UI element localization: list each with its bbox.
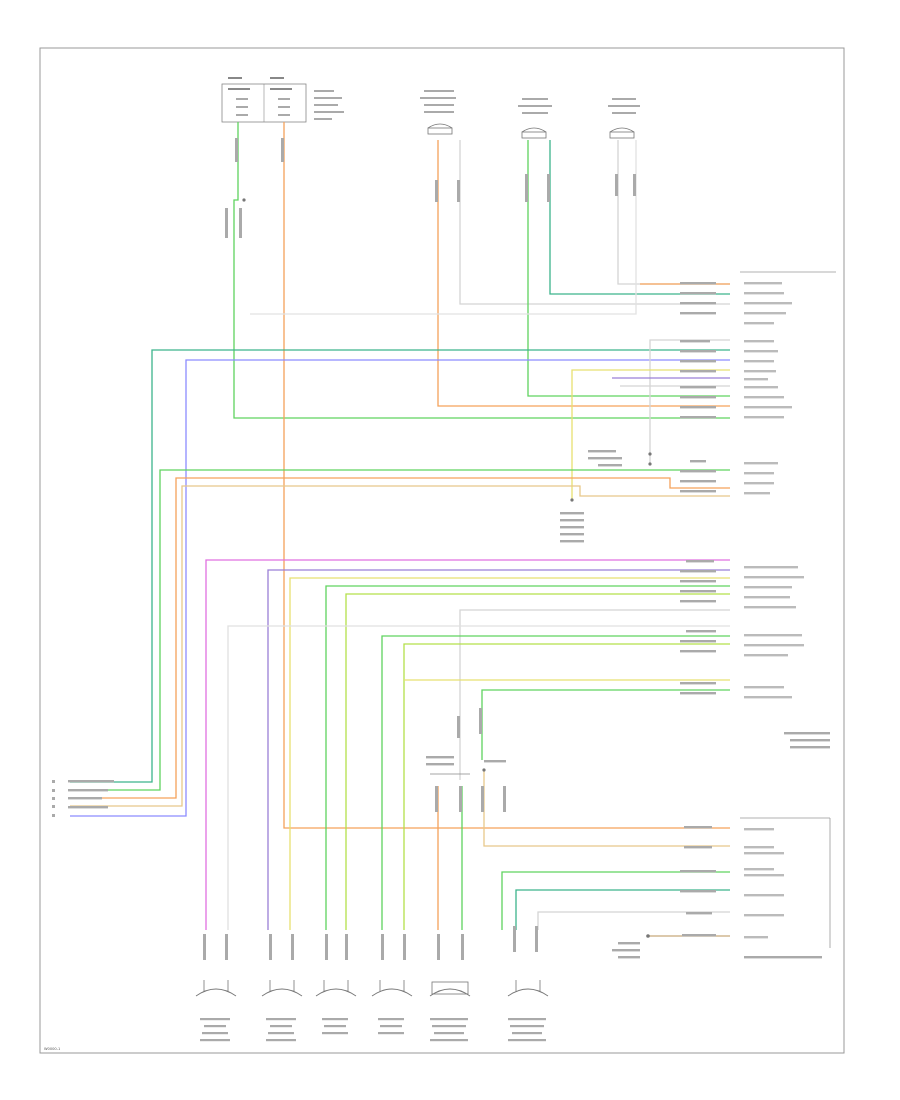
- wire-white-bottom: [537, 911, 730, 930]
- wire-tc3-white: [617, 140, 730, 285]
- wire-tc2-dkgreen: [549, 140, 730, 295]
- pin-label-rows: [560, 282, 830, 959]
- top-connector-3: [608, 98, 640, 139]
- wire-white-mid-a: [649, 339, 730, 464]
- wire-pink: [205, 559, 730, 930]
- speaker-6: [507, 926, 549, 1042]
- diagram-border: [39, 47, 845, 1054]
- pin-block-5: [612, 826, 822, 959]
- wire-green-group3: [70, 469, 730, 791]
- wire-yellow-group3: [70, 485, 730, 807]
- wire-green-spk4: [381, 635, 730, 930]
- fuse-box-group: [221, 77, 344, 123]
- wire-violet-spk: [267, 569, 730, 930]
- wire-green-fuse-a: [233, 122, 730, 419]
- wire-orange-group3: [70, 477, 730, 799]
- vertical-wire-labels: [225, 138, 636, 738]
- wires: [70, 122, 730, 937]
- wire-lime-spk3: [345, 593, 730, 930]
- wire-yellow-spk2: [289, 577, 730, 930]
- wire-tc3-white-b: [250, 140, 637, 315]
- speaker-2: [261, 934, 303, 1042]
- top-connector-2: [518, 98, 552, 139]
- bottom-speakers: [195, 926, 549, 1042]
- left-connector-labels: [52, 780, 114, 817]
- sub-splice-area: [426, 756, 506, 812]
- wire-tc1-white: [459, 140, 730, 305]
- wire-lime-spk4: [403, 643, 730, 930]
- amplifier-connector-blocks: [740, 271, 836, 948]
- wire-blue-left: [70, 359, 730, 817]
- wire-green-bottom: [501, 871, 730, 930]
- speaker-4: [371, 934, 413, 1035]
- speaker-1: [195, 934, 237, 1042]
- footer-code: W0000-1: [44, 1047, 60, 1051]
- top-connector-1: [420, 90, 456, 135]
- wire-yellow-mid: [571, 369, 730, 500]
- wire-white-spk1b: [227, 625, 730, 930]
- wire-green-long-left: [70, 349, 730, 783]
- wire-dkgreen-bottom: [515, 889, 730, 930]
- speaker-3: [315, 934, 357, 1035]
- wire-tc2-green: [527, 140, 730, 397]
- splice-points: [242, 198, 652, 938]
- pin-block-2: [680, 340, 792, 419]
- wire-green-sub: [481, 689, 730, 760]
- wire-green-spk3: [325, 585, 730, 930]
- top-speaker-connectors: [420, 90, 640, 139]
- speaker-5: [429, 934, 471, 1042]
- wire-tan-bottom: [483, 770, 730, 847]
- pin-block-4: [680, 560, 830, 749]
- fuse-box-text: [228, 77, 344, 120]
- pin-block-3: [560, 450, 778, 543]
- wire-tc1-orange: [437, 140, 730, 407]
- pin-block-1: [680, 282, 792, 325]
- wire-orange-main: [283, 122, 730, 829]
